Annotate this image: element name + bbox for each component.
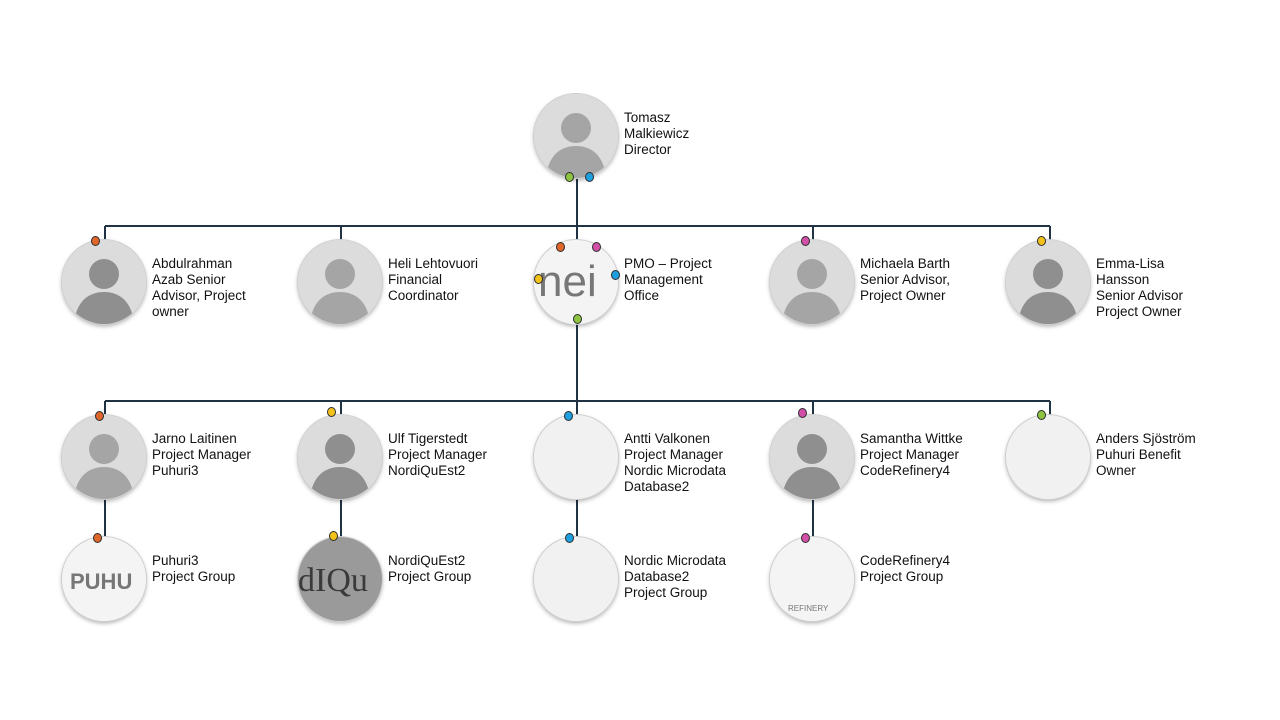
orange-marker-dot: [93, 533, 102, 543]
pink-marker-dot: [801, 533, 810, 543]
puhuri-logo-graphic: PUHU: [62, 537, 146, 621]
avatar-photo: [770, 415, 854, 499]
pink-marker-dot: [592, 242, 601, 252]
avatar-placeholder: [534, 415, 618, 499]
yellow-marker-dot: [327, 407, 336, 417]
yellow-marker-dot: [534, 274, 543, 284]
nordiquest-logo-text: dIQu: [298, 562, 368, 599]
node-label: Antti Valkonen Project Manager Nordic Mi…: [624, 431, 727, 494]
blue-marker-dot: [565, 533, 574, 543]
node-label: Samantha Wittke Project Manager CodeRefi…: [860, 431, 963, 478]
avatar-placeholder: [534, 537, 618, 621]
org-node-anders: Anders Sjöström Puhuri Benefit Owner: [1006, 410, 1196, 505]
nordiquest-logo: dIQu: [298, 537, 382, 621]
coderefinery-logo-text: REFINERY: [788, 604, 829, 613]
node-label: CodeRefinery4 Project Group: [860, 553, 951, 584]
org-node-nmd-group: Nordic Microdata Database2 Project Group: [534, 533, 726, 627]
node-label: Emma-Lisa Hansson Senior Advisor Project…: [1096, 256, 1184, 319]
yellow-marker-dot: [329, 531, 338, 541]
avatar-photo: [770, 240, 854, 324]
neic-logo-graphic: nei: [534, 240, 618, 324]
avatar-placeholder: [1006, 415, 1090, 499]
org-node-abdulrahman: Abdulrahman Azab Senior Advisor, Project…: [62, 236, 246, 330]
node-label: Abdulrahman Azab Senior Advisor, Project…: [152, 256, 246, 319]
blue-marker-dot: [564, 411, 573, 421]
avatar-photo: [298, 240, 382, 324]
org-node-puhuri-group: PUHU Puhuri3 Project Group: [62, 533, 242, 627]
green-marker-dot: [565, 172, 574, 182]
pink-marker-dot: [801, 236, 810, 246]
orange-marker-dot: [91, 236, 100, 246]
orange-marker-dot: [95, 411, 104, 421]
node-label: Nordic Microdata Database2 Project Group: [624, 553, 727, 600]
blue-marker-dot: [585, 172, 594, 182]
avatar-photo: [1006, 240, 1090, 324]
pink-marker-dot: [798, 408, 807, 418]
org-node-tomasz: Tomasz Malkiewicz Director: [534, 94, 714, 184]
nordiquest-logo-graphic: dIQu: [298, 537, 382, 621]
puhuri-logo: PUHU: [62, 537, 146, 621]
node-label: Jarno Laitinen Project Manager Puhuri3: [152, 431, 252, 478]
orange-marker-dot: [556, 242, 565, 252]
org-node-pmo: nei PMO – Project Management Office: [534, 240, 714, 330]
node-label: Heli Lehtovuori Financial Coordinator: [388, 256, 479, 303]
org-node-emma: Emma-Lisa Hansson Senior Advisor Project…: [1006, 236, 1186, 330]
node-label: Puhuri3 Project Group: [152, 553, 236, 584]
node-label: Michaela Barth Senior Advisor, Project O…: [860, 256, 951, 303]
org-node-ulf: Ulf Tigerstedt Project Manager NordiQuEs…: [298, 407, 487, 505]
node-label: Ulf Tigerstedt Project Manager NordiQuEs…: [388, 431, 488, 478]
org-node-coderefinery-group: REFINERY CodeRefinery4 Project Group: [770, 533, 950, 627]
org-node-michaela: Michaela Barth Senior Advisor, Project O…: [770, 236, 950, 330]
org-node-heli: Heli Lehtovuori Financial Coordinator: [298, 240, 478, 330]
avatar-photo: [534, 94, 618, 178]
coderefinery-logo-graphic: REFINERY: [770, 537, 854, 621]
blue-marker-dot: [611, 270, 620, 280]
avatar-photo: [62, 415, 146, 499]
node-label: NordiQuEst2 Project Group: [388, 553, 472, 584]
coderefinery-logo: REFINERY: [770, 537, 854, 621]
avatar-photo: [62, 240, 146, 324]
neic-logo-text: nei: [538, 257, 597, 306]
node-label: Anders Sjöström Puhuri Benefit Owner: [1096, 431, 1196, 478]
org-node-jarno: Jarno Laitinen Project Manager Puhuri3: [62, 411, 251, 505]
org-node-antti: Antti Valkonen Project Manager Nordic Mi…: [534, 411, 726, 505]
node-label: PMO – Project Management Office: [624, 256, 712, 303]
neic-logo: nei: [534, 240, 618, 324]
puhuri-logo-text: PUHU: [70, 569, 132, 594]
org-node-samantha: Samantha Wittke Project Manager CodeRefi…: [770, 408, 963, 505]
yellow-marker-dot: [1037, 236, 1046, 246]
org-node-nordiquest-group: dIQu NordiQuEst2 Project Group: [298, 531, 478, 627]
node-label: Tomasz Malkiewicz Director: [624, 110, 690, 157]
green-marker-dot: [573, 314, 582, 324]
green-marker-dot: [1037, 410, 1046, 420]
avatar-photo: [298, 415, 382, 499]
